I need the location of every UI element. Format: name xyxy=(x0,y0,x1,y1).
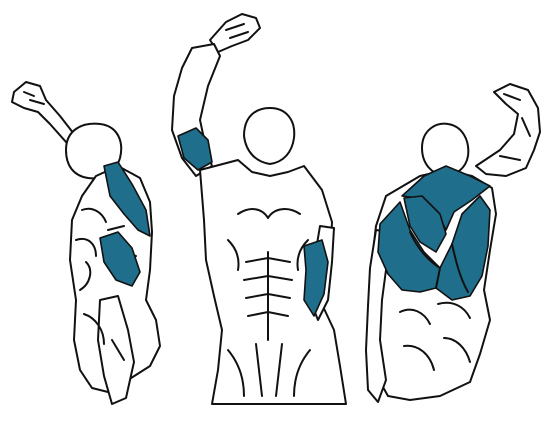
back-view-raised-arm xyxy=(476,84,540,176)
